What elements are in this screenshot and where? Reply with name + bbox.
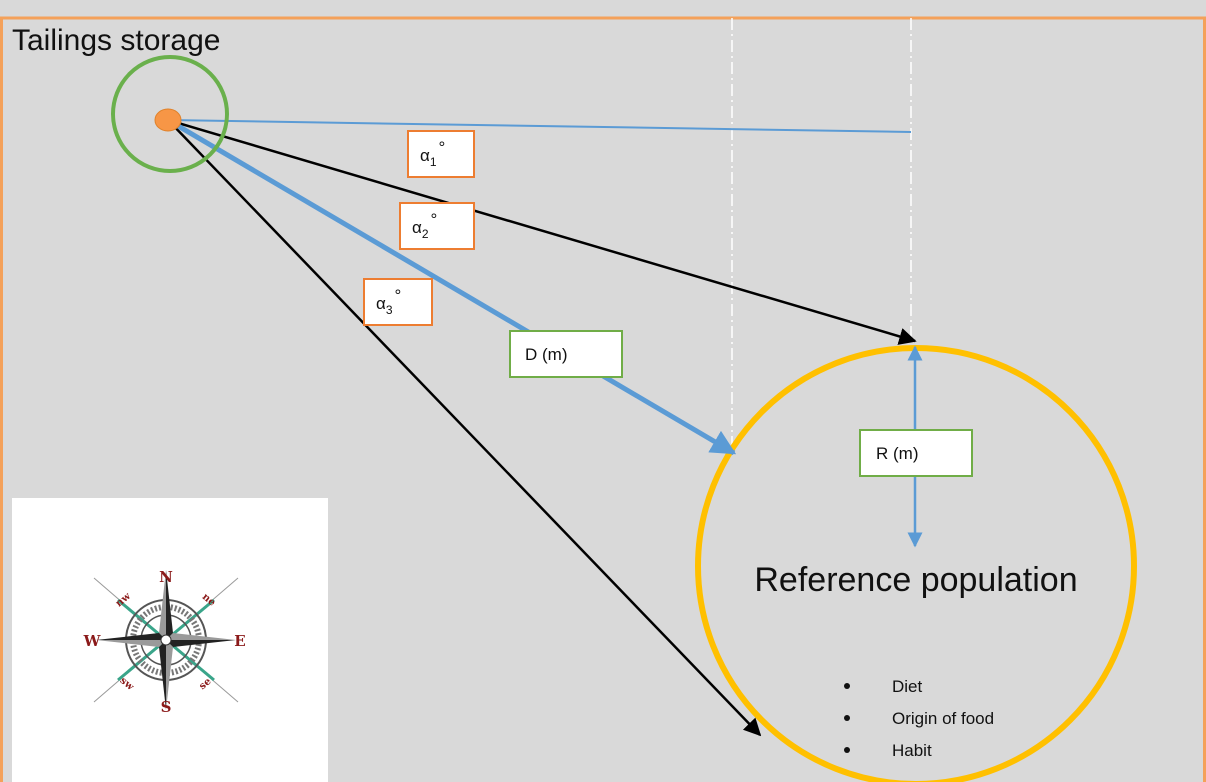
- alpha-degree: °: [439, 138, 446, 157]
- alpha-degree: °: [431, 210, 438, 229]
- radius-label: R (m): [859, 429, 973, 477]
- distance-label-text: D (m): [525, 345, 567, 364]
- bullet-item: Origin of food: [892, 709, 994, 728]
- alpha-subscript: 2: [422, 227, 429, 241]
- bullet-item: Diet: [892, 677, 923, 696]
- source-point: [154, 108, 182, 132]
- bullet-dot: [844, 683, 850, 689]
- population-bullets: Diet Origin of food Habit: [844, 677, 994, 760]
- angle-label-1: α1°: [407, 130, 475, 178]
- alpha-symbol: α: [420, 146, 430, 165]
- alpha-subscript: 1: [430, 155, 437, 169]
- compass-rose-icon: [93, 570, 239, 710]
- population-title: Reference population: [754, 561, 1077, 599]
- source-ring: [111, 55, 229, 173]
- alpha-symbol: α: [412, 218, 422, 237]
- bullet-item: Habit: [892, 741, 932, 760]
- svg-text:α1°: α1°: [420, 138, 445, 169]
- direction-arrow-3: [167, 119, 762, 737]
- frame-border: [0, 16, 1206, 782]
- angle-label-3: α3°: [363, 278, 433, 326]
- alpha-symbol: α: [376, 294, 386, 313]
- svg-text:α3°: α3°: [376, 286, 401, 317]
- distance-arrow: [166, 117, 737, 456]
- direction-arrow-1: [167, 118, 917, 345]
- bullet-dot: [844, 747, 850, 753]
- alpha-degree: °: [395, 286, 402, 305]
- radius-label-text: R (m): [876, 444, 918, 463]
- distance-label: D (m): [509, 330, 623, 378]
- angle-label-2: α2°: [399, 202, 475, 250]
- compass-south: S: [161, 698, 172, 716]
- bullet-dot: [844, 715, 850, 721]
- reference-line: [167, 119, 912, 133]
- compass-west: W: [83, 632, 102, 650]
- diagram-title: Tailings storage: [12, 24, 220, 57]
- alpha-subscript: 3: [386, 303, 393, 317]
- compass-north: N: [159, 568, 173, 586]
- svg-text:α2°: α2°: [412, 210, 437, 241]
- compass-east: E: [234, 632, 245, 650]
